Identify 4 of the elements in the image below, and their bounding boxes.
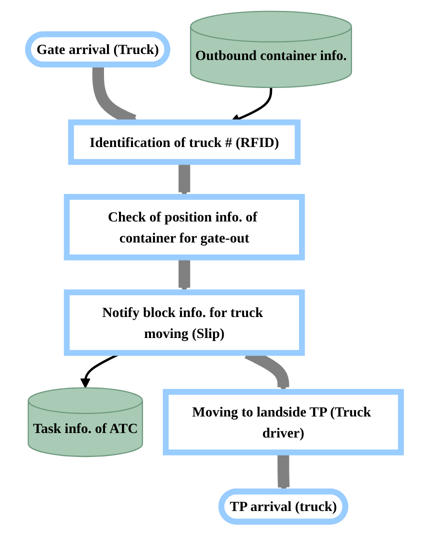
node-box: Check of position info. of container for gate-out [64, 194, 305, 260]
node-box: Moving to landside TP (Truck driver) [162, 388, 404, 456]
node-box: Notify block info. for truck moving (Slip) [64, 289, 305, 356]
node-box: Identification of truck # (RFID) [68, 119, 301, 165]
